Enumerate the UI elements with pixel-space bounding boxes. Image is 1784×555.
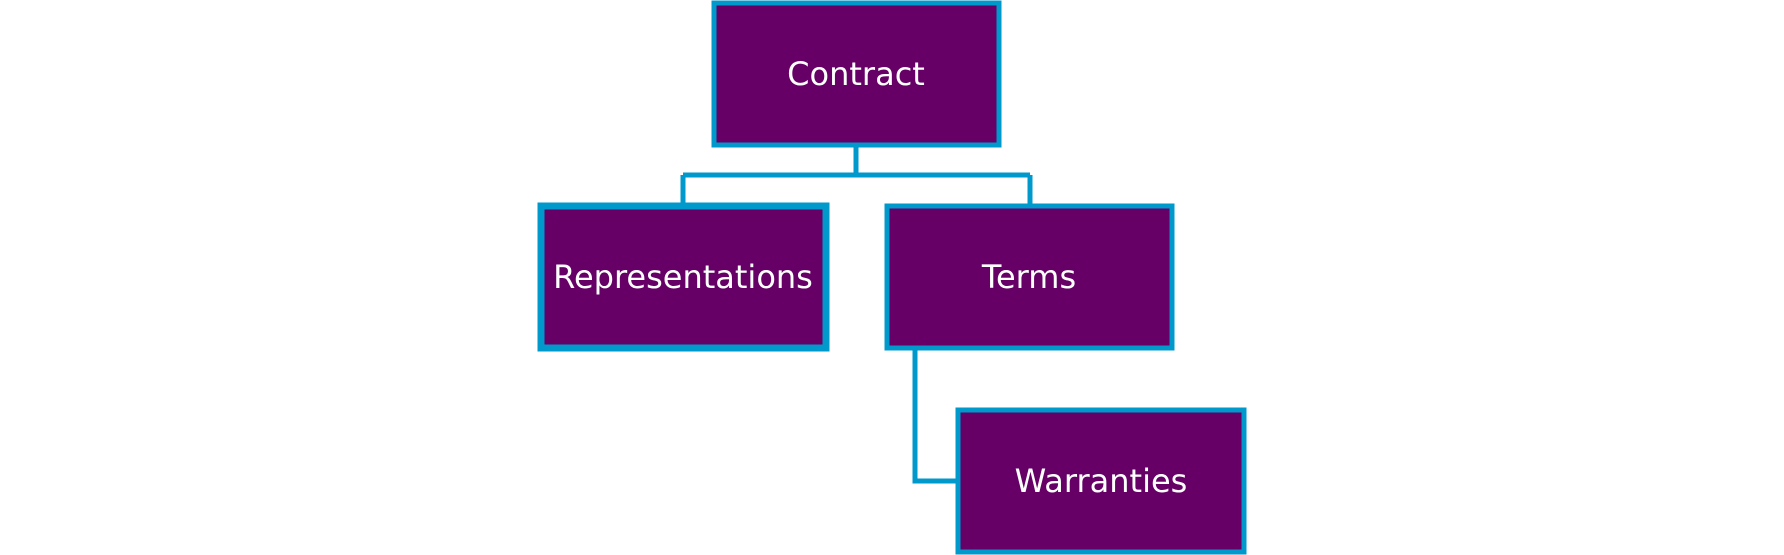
node-representations-box bbox=[537, 202, 830, 352]
connectors bbox=[680, 145, 1033, 484]
node-warranties-label: Warranties bbox=[1015, 462, 1188, 500]
connector-terms-to-warranties bbox=[912, 348, 958, 484]
node-terms-label: Terms bbox=[981, 258, 1076, 296]
node-contract-label: Contract bbox=[787, 55, 925, 93]
node-representations-label: Representations bbox=[553, 258, 813, 296]
node-contract-box bbox=[711, 0, 1002, 148]
node-warranties-box bbox=[955, 407, 1247, 555]
node-representations[interactable]: Representations bbox=[537, 202, 830, 352]
node-terms[interactable]: Terms bbox=[884, 203, 1175, 351]
node-contract[interactable]: Contract bbox=[711, 0, 1002, 148]
node-terms-box bbox=[884, 203, 1175, 351]
node-warranties[interactable]: Warranties bbox=[955, 407, 1247, 555]
